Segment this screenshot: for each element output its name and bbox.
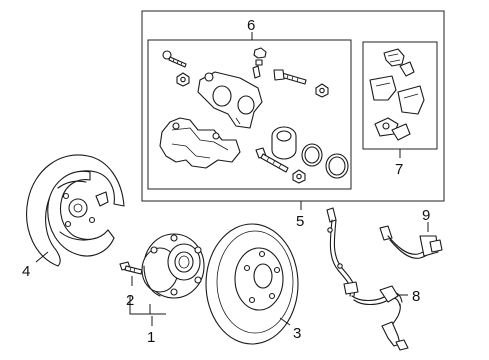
caliper-guide-pin[interactable]	[273, 69, 307, 85]
pad-retaining-clip-lower[interactable]	[374, 117, 411, 141]
wheel-hub-bearing[interactable]	[141, 233, 205, 299]
caliper-piston[interactable]	[271, 126, 297, 160]
caliper-guide-bolt-upper[interactable]	[162, 50, 187, 68]
leader-4	[35, 251, 49, 263]
caliper-body[interactable]	[197, 71, 263, 129]
callout-4: 4	[22, 263, 30, 280]
callout-2: 2	[126, 292, 134, 309]
caliper-assembly-box	[141, 10, 445, 202]
callout-8: 8	[412, 288, 420, 305]
bleeder-screw-cap[interactable]	[252, 47, 267, 79]
caliper-kit-box	[147, 39, 352, 190]
wheel-stud[interactable]	[119, 261, 143, 275]
brake-pad-inner[interactable]	[369, 75, 397, 101]
callout-1: 1	[147, 329, 155, 346]
caliper-carrier-bracket[interactable]	[159, 117, 241, 169]
caliper-nut-upper[interactable]	[176, 72, 190, 87]
caliper-guide-bolt-lower[interactable]	[255, 147, 289, 173]
callout-6: 6	[247, 17, 255, 34]
piston-seal[interactable]	[301, 143, 323, 167]
callout-3: 3	[293, 325, 301, 342]
caliper-nut-lower[interactable]	[292, 169, 306, 184]
caliper-nut-right[interactable]	[315, 83, 329, 98]
callout-5: 5	[296, 213, 304, 230]
dust-boot[interactable]	[325, 153, 349, 179]
leader-lines	[35, 32, 429, 326]
brake-backing-plate[interactable]	[26, 154, 125, 267]
brake-pad-outer[interactable]	[397, 85, 425, 115]
leader-2	[129, 296, 151, 315]
brake-disc-rotor[interactable]	[205, 223, 299, 345]
callout-7: 7	[395, 161, 403, 178]
leader-3	[279, 317, 291, 326]
callout-9: 9	[422, 207, 430, 224]
wheel-speed-sensor[interactable]	[326, 207, 409, 351]
pad-retaining-clip-upper[interactable]	[383, 48, 415, 77]
brake-hose[interactable]	[379, 225, 443, 259]
